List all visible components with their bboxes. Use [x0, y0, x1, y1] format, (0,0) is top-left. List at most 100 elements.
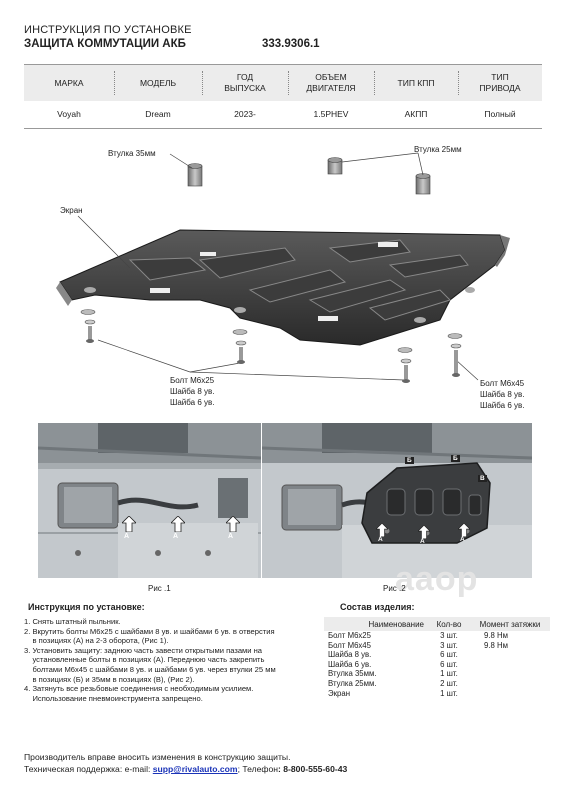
- fig2-caption: Рис .2: [383, 584, 406, 593]
- parts-col-name: Наименование: [324, 617, 428, 631]
- footer-support: Техническая поддержка: e-mail: supp@riva…: [24, 764, 347, 774]
- spec-value-cell: 1.5PHEV: [313, 108, 349, 119]
- bolt-right-line: Шайба 8 ув.: [480, 390, 525, 399]
- bolt-right-line: Шайба 6 ув.: [480, 401, 525, 410]
- part-qty: 1 шт.: [440, 688, 458, 698]
- instruction-line: 4. Затянуть все резьбовые соединения с н…: [24, 684, 254, 694]
- spec-divider: [288, 71, 289, 95]
- part-torque: [470, 650, 550, 660]
- bolt-m6x45-set: [447, 333, 463, 377]
- bolt-m6x25-set: [397, 347, 413, 383]
- bushing-35mm: [187, 163, 203, 187]
- fig1-caption: Рис .1: [148, 584, 171, 593]
- part-name: Втулка 25мм.: [328, 678, 377, 688]
- instruction-line: в позициях (А) на 2-3 оборота, (Рис 1).: [24, 636, 169, 646]
- part-qty: 3 шт.: [440, 631, 458, 640]
- support-email-link[interactable]: supp@rivalauto.com: [152, 764, 238, 774]
- marker-a-label: А: [173, 533, 179, 540]
- exploded-diagram: [56, 152, 510, 383]
- parts-row: Экран 1 шт.: [324, 689, 550, 699]
- parts-table: Наименование Кол-во Момент затяжки Болт …: [324, 617, 550, 698]
- screen-plate: [56, 229, 510, 346]
- part-name: Шайба 8 ув.: [328, 650, 372, 660]
- spec-header-text: МОДЕЛЬ: [139, 77, 177, 88]
- footer-note: Производитель вправе вносить изменения в…: [24, 752, 291, 762]
- spec-value-cell: АКПП: [404, 108, 428, 119]
- bushing-25mm: [327, 157, 343, 175]
- bolt-left-line: Болт М6х25: [170, 376, 215, 385]
- parts-col-torque: Момент затяжки: [470, 617, 550, 631]
- label-bushing-25: Втулка 25мм: [414, 145, 462, 154]
- spec-header-text: ДВИГАТЕЛЯ: [306, 83, 356, 93]
- spec-header-text: ГОД: [236, 72, 254, 82]
- part-qty: 6 шт.: [440, 650, 458, 660]
- part-qty: 6 шт.: [440, 659, 458, 669]
- part-name: Шайба 6 ув.: [328, 659, 372, 669]
- photo-fig1: А А А: [38, 423, 261, 578]
- part-qty: 3 шт.: [440, 640, 458, 650]
- instruction-line: 2. Вкрутить болты М6х25 с шайбами 8 ув. …: [24, 626, 275, 636]
- doc-subtitle: ЗАЩИТА КОММУТАЦИИ АКБ: [24, 38, 186, 50]
- parts-row: Втулка 35мм. 1 шт.: [324, 669, 550, 679]
- marker-a: [225, 515, 241, 537]
- instruction-line: установленные болты в позициях (А). Пере…: [24, 655, 265, 665]
- part-qty: 2 шт.: [440, 678, 458, 688]
- part-name: Болт М6х45: [328, 640, 371, 650]
- marker-a: [375, 522, 389, 542]
- label-bolt-right: Болт М6х45 Шайба 8 ув. Шайба 6 ув.: [480, 378, 524, 411]
- label-bolt-left: Болт М6х25 Шайба 8 ув. Шайба 6 ув.: [170, 375, 214, 408]
- spec-divider: [458, 71, 459, 95]
- parts-header-row: Наименование Кол-во Момент затяжки: [324, 617, 550, 631]
- part-name: Втулка 35мм.: [328, 669, 377, 679]
- spec-header-text: ТИП КПП: [397, 77, 435, 88]
- marker-a: [170, 515, 186, 537]
- parts-row: Шайба 6 ув. 6 шт.: [324, 660, 550, 670]
- part-code: 333.9306.1: [262, 38, 320, 50]
- instructions-list: 1. Снять штатный пыльник.2. Вкрутить бол…: [24, 617, 322, 703]
- instruction-line: 1. Снять штатный пыльник.: [24, 617, 121, 626]
- marker-a: [417, 524, 431, 544]
- phone-number: : 8-800-555-60-43: [278, 764, 348, 774]
- doc-title: ИНСТРУКЦИЯ ПО УСТАНОВКЕ: [24, 24, 192, 36]
- marker-a-label: А: [420, 538, 425, 545]
- marker-a: [457, 522, 471, 542]
- spec-header-text: МАРКА: [54, 77, 84, 88]
- instruction-line: в позициях (Б) и 35мм в позициях (В), (Р…: [24, 674, 195, 684]
- photo-fig2: А А А Б Б В: [262, 423, 532, 578]
- bolt-left-line: Шайба 8 ув.: [170, 387, 215, 396]
- spec-divider: [374, 71, 375, 95]
- spec-header-text: ТИП: [491, 72, 509, 82]
- marker-a-label: А: [228, 533, 234, 540]
- part-name: Экран: [328, 688, 350, 698]
- spec-header-text: ПРИВОДА: [479, 83, 521, 93]
- instructions-title: Инструкция по установке:: [28, 602, 145, 612]
- marker-a-label: А: [124, 533, 130, 540]
- spec-header-cell: МАРКА: [24, 65, 114, 101]
- instruction-line: болтами М6х45 с шайбами 8 ув. и шайбами …: [24, 664, 276, 674]
- phone-label: Телефон: [239, 764, 279, 774]
- instruction-line: Использование пневмоинструмента запрещен…: [24, 693, 203, 703]
- spec-header-text: ОБЪЕМ: [315, 72, 347, 82]
- spec-value-cell: Dream: [145, 108, 171, 119]
- marker-a-label: А: [378, 536, 383, 543]
- bolt-left-line: Шайба 6 ув.: [170, 398, 215, 407]
- part-torque: [470, 660, 550, 670]
- marker-b: Б: [451, 455, 460, 462]
- part-qty: 1 шт.: [440, 669, 458, 679]
- marker-v: В: [478, 475, 487, 482]
- support-sep: ;: [237, 764, 240, 774]
- spec-divider: [202, 71, 203, 95]
- part-torque: [470, 679, 550, 689]
- instruction-line: 3. Установить защиту: заднюю часть завес…: [24, 645, 263, 655]
- part-name: Болт М6х25: [328, 631, 371, 640]
- spec-value-cell: Voyah: [57, 108, 81, 119]
- part-torque: [470, 669, 550, 679]
- parts-title: Состав изделия:: [340, 602, 415, 612]
- support-prefix: Техническая поддержка: e-mail:: [24, 764, 153, 774]
